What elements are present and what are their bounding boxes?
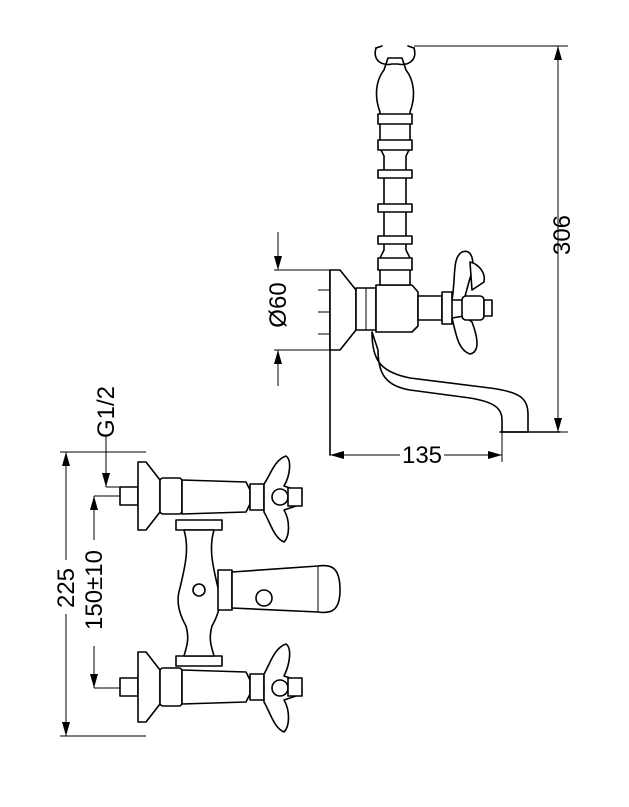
dim-225: 225 bbox=[53, 568, 80, 608]
dim-diameter-60: Ø60 bbox=[265, 282, 292, 327]
wall-flange bbox=[329, 269, 357, 351]
bottom-collar bbox=[175, 655, 223, 667]
top-collar bbox=[175, 519, 223, 531]
shower-hook bbox=[374, 47, 416, 66]
dim-135: 135 bbox=[402, 442, 442, 469]
side-view: 306 Ø60 135 bbox=[265, 45, 576, 469]
bath-spout bbox=[371, 331, 529, 433]
front-spout bbox=[231, 564, 341, 614]
dim-150-10: 150±10 bbox=[81, 550, 108, 630]
dim-306: 306 bbox=[549, 215, 576, 255]
upper-wall-connector bbox=[119, 486, 139, 506]
front-view: G1/2 150±10 225 bbox=[53, 386, 341, 737]
mixer-body bbox=[375, 284, 419, 333]
lower-flange bbox=[137, 651, 161, 723]
side-cross-handle bbox=[451, 250, 474, 301]
lower-wall-connector bbox=[119, 677, 139, 697]
upper-flange bbox=[137, 461, 161, 531]
dim-thread-g1-2: G1/2 bbox=[93, 386, 120, 438]
